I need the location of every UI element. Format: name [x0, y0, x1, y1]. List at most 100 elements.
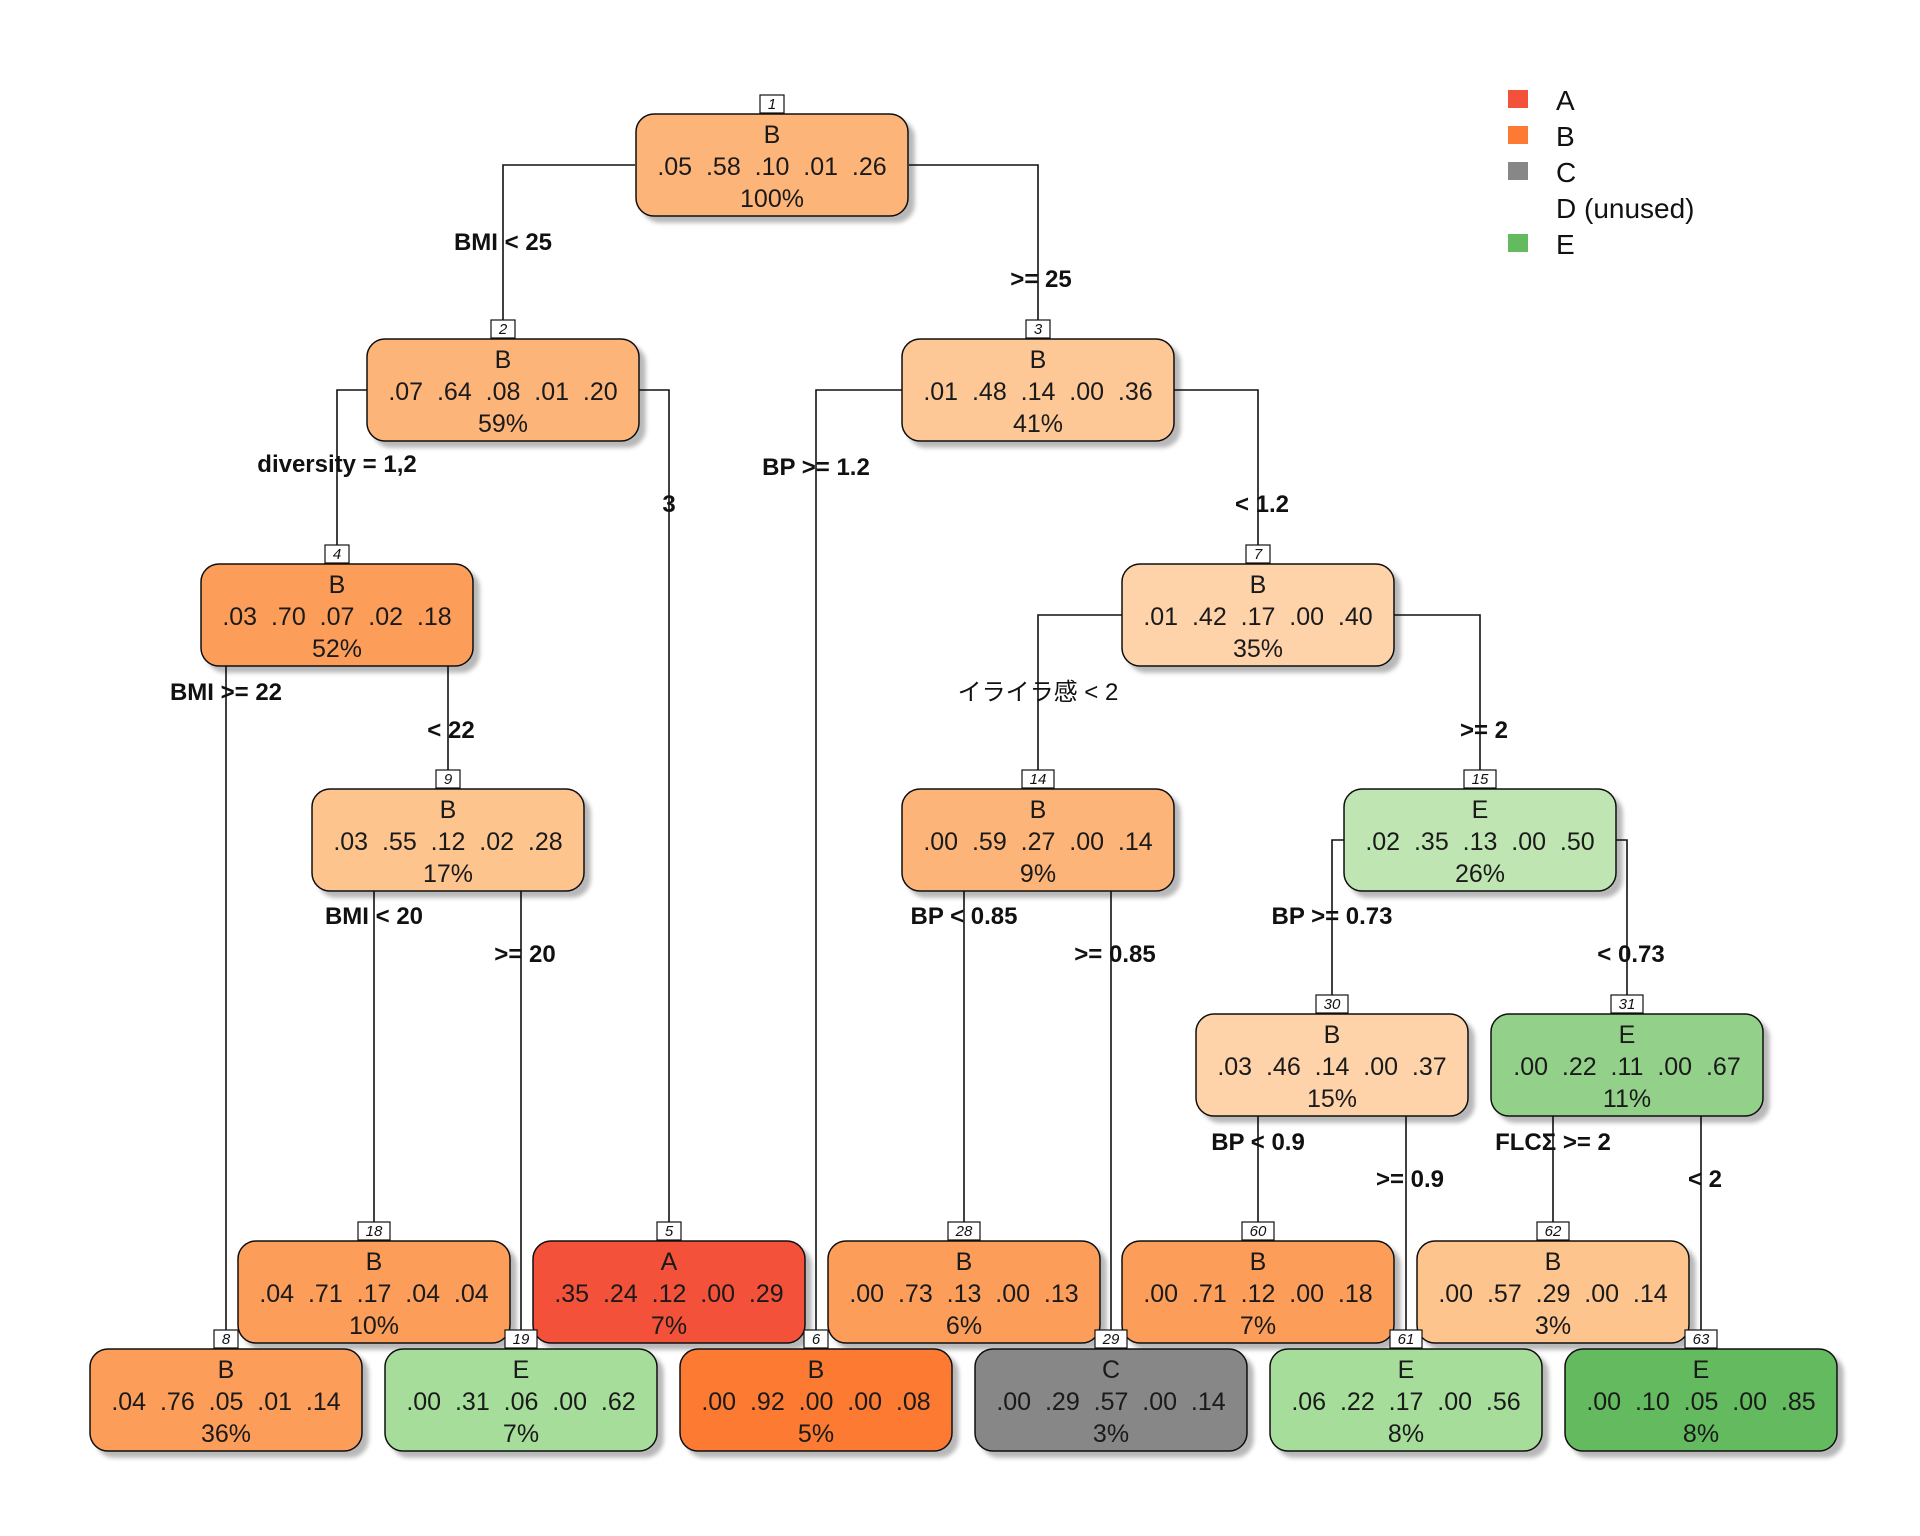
node-probs: .00 .31 .06 .00 .62 — [406, 1388, 635, 1416]
tree-node-28: 28B.00 .73 .13 .00 .136% — [827, 1221, 1101, 1344]
node-probs: .07 .64 .08 .01 .20 — [388, 378, 617, 406]
node-box — [311, 788, 585, 892]
node-percent: 17% — [423, 860, 473, 888]
tree-node-60: 60B.00 .71 .12 .00 .187% — [1121, 1221, 1395, 1344]
node-class: B — [495, 346, 512, 374]
node-id: 28 — [955, 1223, 973, 1240]
node-id-box — [947, 1221, 981, 1241]
node-id-box — [803, 1329, 829, 1349]
node-id-box — [1463, 769, 1497, 789]
node-probs: .00 .92 .00 .00 .08 — [701, 1388, 930, 1416]
split-label: >= 2 — [1460, 717, 1508, 744]
node-percent: 36% — [201, 1420, 251, 1448]
split-label: >= 20 — [494, 941, 555, 968]
tree-edge — [336, 389, 367, 564]
tree-edge — [1331, 839, 1344, 1014]
node-probs: .04 .76 .05 .01 .14 — [111, 1388, 340, 1416]
node-probs: .35 .24 .12 .00 .29 — [554, 1280, 783, 1308]
node-class: B — [1324, 1021, 1341, 1049]
node-class: E — [1693, 1356, 1710, 1384]
node-id-box — [213, 1329, 239, 1349]
node-percent: 52% — [312, 635, 362, 663]
node-box — [89, 1348, 363, 1452]
split-label: BP < 0.9 — [1211, 1129, 1305, 1156]
legend-swatch — [1508, 126, 1528, 144]
node-id: 8 — [222, 1331, 231, 1348]
tree-node-62: 62B.00 .57 .29 .00 .143% — [1416, 1221, 1690, 1344]
node-class: B — [1250, 571, 1267, 599]
tree-edge — [1394, 614, 1481, 789]
node-class: B — [329, 571, 346, 599]
node-percent: 7% — [651, 1312, 687, 1340]
node-id: 6 — [812, 1331, 821, 1348]
legend-label: B — [1556, 121, 1575, 152]
node-class: B — [366, 1248, 383, 1276]
node-class: E — [1619, 1021, 1636, 1049]
split-label: >= 25 — [1010, 266, 1071, 293]
node-percent: 8% — [1683, 1420, 1719, 1448]
node-box — [1416, 1240, 1690, 1344]
node-box — [1121, 563, 1395, 667]
node-id-box — [1610, 994, 1644, 1014]
node-id: 7 — [1254, 546, 1263, 563]
node-percent: 41% — [1013, 410, 1063, 438]
tree-node-6: 6B.00 .92 .00 .00 .085% — [679, 1329, 953, 1452]
split-label: 3 — [662, 491, 675, 518]
node-id: 14 — [1030, 771, 1047, 788]
node-id-box — [1245, 544, 1271, 564]
node-box — [532, 1240, 806, 1344]
node-id-box — [490, 319, 516, 339]
node-box — [200, 563, 474, 667]
tree-edge — [1616, 839, 1628, 1014]
node-id: 18 — [366, 1223, 383, 1240]
node-id-box — [324, 544, 350, 564]
node-class: B — [1250, 1248, 1267, 1276]
node-probs: .00 .22 .11 .00 .67 — [1513, 1053, 1740, 1081]
node-probs: .00 .10 .05 .00 .85 — [1586, 1388, 1815, 1416]
node-percent: 3% — [1093, 1420, 1129, 1448]
split-label: BP >= 0.73 — [1272, 903, 1393, 930]
split-label: < 22 — [427, 717, 474, 744]
node-percent: 26% — [1455, 860, 1505, 888]
node-id-box — [435, 769, 461, 789]
node-id-box — [1021, 769, 1055, 789]
split-label: < 1.2 — [1235, 491, 1289, 518]
node-id-box — [1389, 1329, 1423, 1349]
node-percent: 5% — [798, 1420, 834, 1448]
node-box — [827, 1240, 1101, 1344]
node-probs: .05 .58 .10 .01 .26 — [657, 153, 886, 181]
node-id: 4 — [333, 546, 341, 563]
tree-node-29: 29C.00 .29 .57 .00 .143% — [974, 1329, 1248, 1452]
node-box — [1121, 1240, 1395, 1344]
node-class: B — [440, 796, 457, 824]
node-probs: .00 .59 .27 .00 .14 — [923, 828, 1152, 856]
node-id-box — [1315, 994, 1349, 1014]
node-class: A — [661, 1248, 678, 1276]
split-label: FLCΣ >= 2 — [1495, 1129, 1611, 1156]
node-id-box — [656, 1221, 682, 1241]
split-label: >= 0.85 — [1074, 941, 1155, 968]
split-label: < 0.73 — [1597, 941, 1664, 968]
node-id: 19 — [513, 1331, 530, 1348]
node-percent: 9% — [1020, 860, 1056, 888]
node-id-box — [1536, 1221, 1570, 1241]
node-class: B — [764, 121, 781, 149]
node-id-box — [357, 1221, 391, 1241]
node-box — [679, 1348, 953, 1452]
tree-node-14: 14B.00 .59 .27 .00 .149% — [901, 769, 1175, 892]
node-box — [901, 338, 1175, 442]
node-probs: .01 .48 .14 .00 .36 — [923, 378, 1152, 406]
node-probs: .06 .22 .17 .00 .56 — [1291, 1388, 1520, 1416]
node-id: 62 — [1545, 1223, 1562, 1240]
node-id-box — [1684, 1329, 1718, 1349]
node-id: 30 — [1324, 996, 1341, 1013]
